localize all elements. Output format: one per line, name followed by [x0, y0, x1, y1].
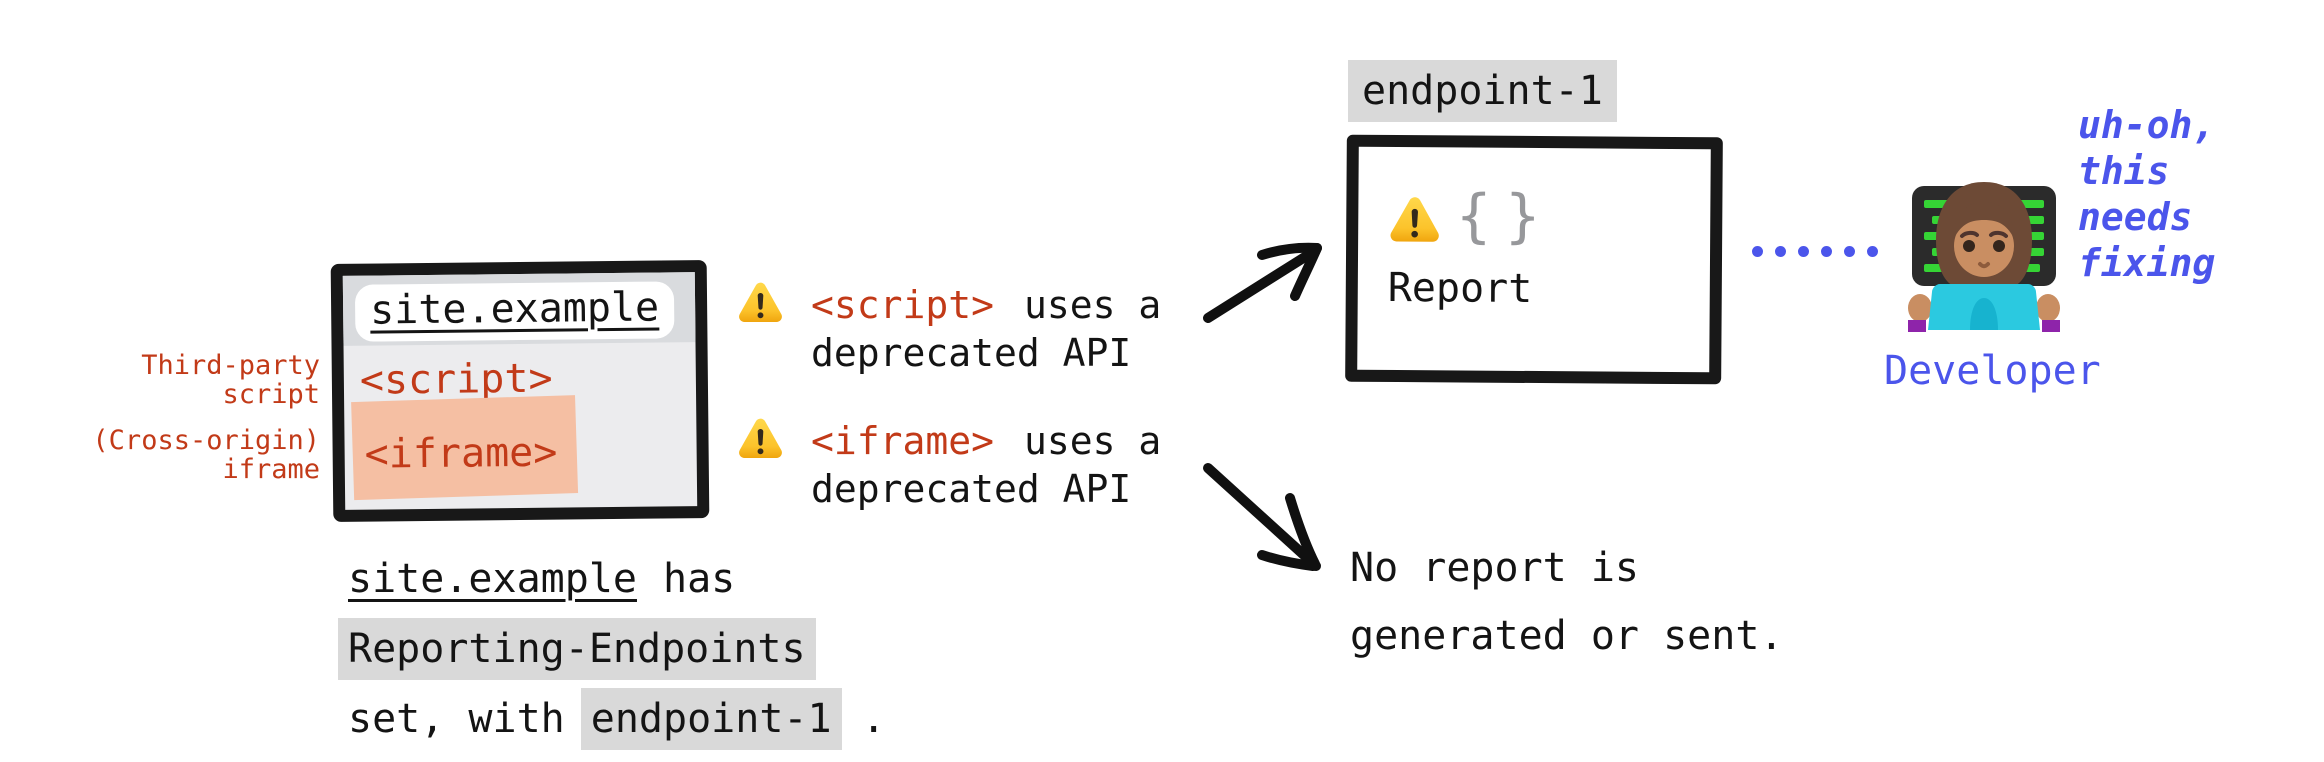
site-example-browser-window: site.example <script> <iframe> [330, 260, 710, 522]
script-warning-message: <script> uses a deprecated API [811, 281, 1161, 377]
address-bar-pill: site.example [354, 281, 675, 342]
endpoint-name-badge: endpoint-1 [1348, 60, 1617, 122]
caption-line1: site.example has [348, 544, 886, 614]
woman-technologist-emoji [1908, 182, 2060, 332]
third-party-script-label: Third-party script [40, 351, 320, 409]
thought-line2: this [2078, 149, 2170, 193]
json-braces-icon: {} [1456, 181, 1555, 251]
thought-line3: needs [2078, 195, 2193, 239]
arrow-to-no-report-icon [1203, 463, 1321, 571]
caption-set-with: set, with [348, 696, 565, 742]
thought-line1: uh-oh, [2078, 103, 2216, 147]
dot [1752, 246, 1763, 257]
third-party-label-line1: Third-party [141, 350, 320, 381]
iframe-warning-rest: uses a [1024, 419, 1162, 463]
warning-icon [739, 282, 782, 322]
endpoint-box: {} Report [1345, 134, 1723, 385]
cross-origin-iframe-label: (Cross-origin) iframe [40, 426, 320, 484]
thought-line4: fixing [2078, 241, 2216, 285]
diagram-caption: site.example has Reporting-Endpoints set,… [338, 544, 886, 754]
warning-icon [739, 418, 782, 458]
caption-site-url: site.example [348, 556, 637, 602]
caption-reporting-endpoints-code: Reporting-Endpoints [338, 618, 816, 680]
caption-period: . [861, 696, 886, 742]
no-report-text: No report is generated or sent. [1350, 534, 1783, 670]
warning-icon [1390, 197, 1439, 242]
script-warning-rest: uses a [1024, 283, 1162, 327]
caption-endpoint-code: endpoint-1 [580, 688, 842, 750]
script-warning-tag: <script> [811, 283, 995, 327]
report-label: Report [1387, 264, 1533, 312]
iframe-warning-line2: deprecated API [811, 467, 1132, 511]
arrow-to-endpoint-icon [1203, 242, 1322, 323]
iframe-warning-message: <iframe> uses a deprecated API [811, 417, 1161, 513]
script-warning-line1: <script> uses a [811, 281, 1161, 329]
caption-line3: set, with endpoint-1. [348, 684, 886, 754]
dot [1844, 246, 1855, 257]
developer-label: Developer [1884, 348, 2101, 394]
cross-origin-label-line1: (Cross-origin) [92, 425, 320, 456]
third-party-label-line2: script [222, 379, 320, 410]
dot [1821, 246, 1832, 257]
caption-line2: Reporting-Endpoints [338, 614, 886, 684]
dot [1775, 246, 1786, 257]
caption-has: has [662, 556, 736, 602]
script-warning-line2: deprecated API [811, 331, 1132, 375]
no-report-line2: generated or sent. [1350, 613, 1784, 659]
site-url: site.example [369, 284, 660, 334]
blue-dotted-connector [1752, 246, 1878, 257]
iframe-tag: <iframe> [364, 429, 558, 478]
cross-origin-label-line2: iframe [222, 454, 320, 485]
developer-thought-text: uh-oh, this needs fixing [2078, 102, 2215, 286]
no-report-line1: No report is [1350, 545, 1639, 591]
dot [1798, 246, 1809, 257]
dot [1867, 246, 1878, 257]
iframe-warning-tag: <iframe> [811, 419, 995, 463]
iframe-warning-line1: <iframe> uses a [811, 417, 1161, 465]
